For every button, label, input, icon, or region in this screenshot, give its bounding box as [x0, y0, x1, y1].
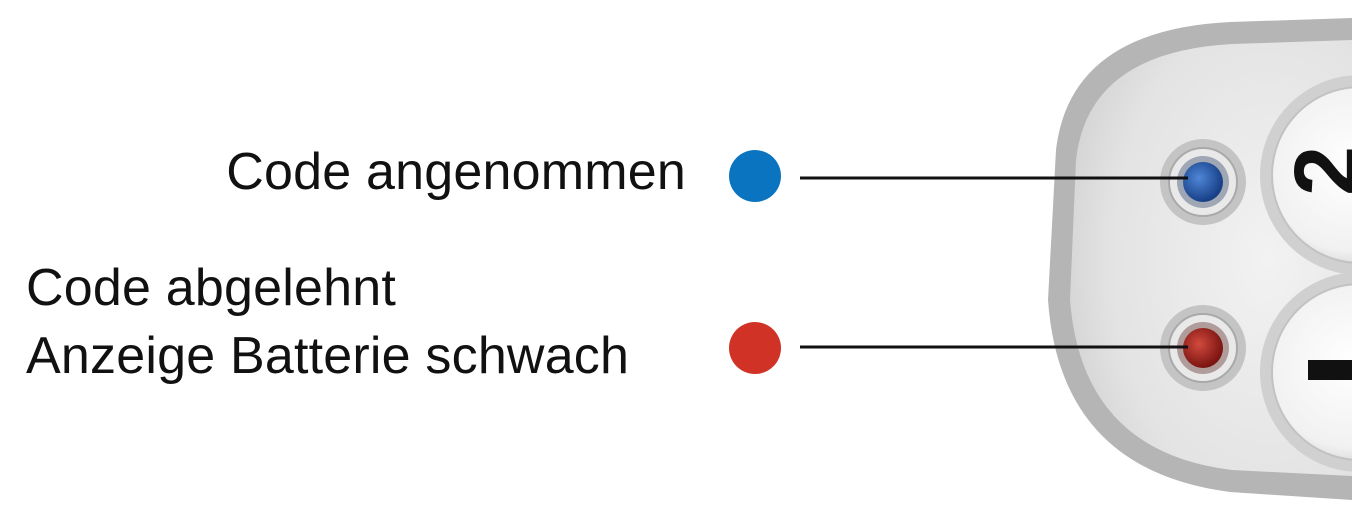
key-button-1[interactable] [1260, 272, 1352, 472]
key-button-2[interactable]: 2 [1260, 75, 1352, 275]
label-code-rejected: Code abgelehnt Anzeige Batterie schwach [26, 254, 629, 390]
red-led [1160, 305, 1246, 391]
legend-dot-red [729, 322, 781, 374]
label-code-accepted: Code angenommen [226, 143, 686, 201]
label-battery-low-line2: Anzeige Batterie schwach [26, 327, 630, 385]
key-label-1-glyph [1308, 360, 1352, 380]
key-label-2: 2 [1277, 146, 1352, 196]
blue-led [1160, 139, 1246, 225]
label-code-rejected-line1: Code abgelehnt [26, 259, 396, 317]
legend-dot-blue [729, 150, 781, 202]
